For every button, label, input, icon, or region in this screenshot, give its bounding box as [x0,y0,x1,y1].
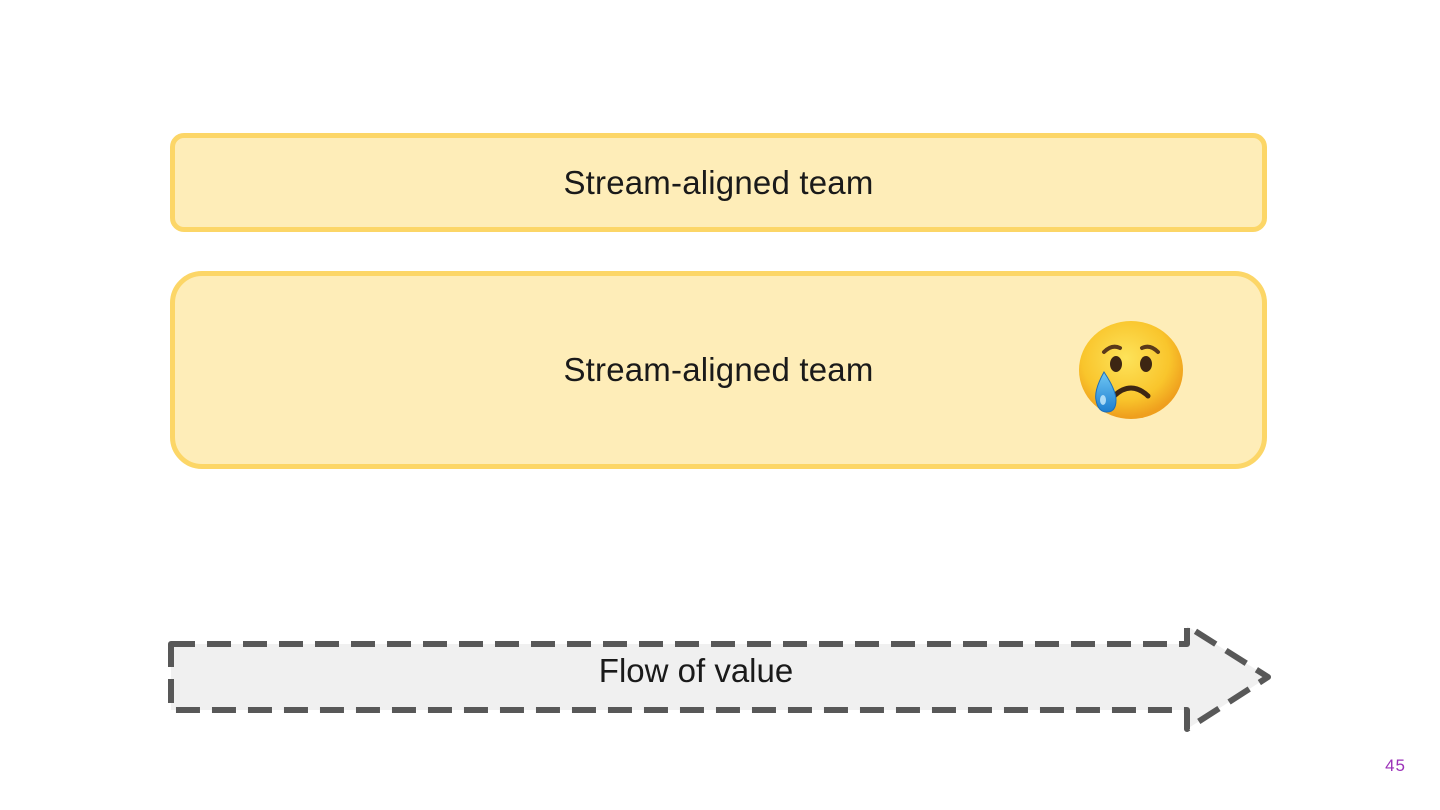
crying-face-icon [1079,321,1183,419]
team-label: Stream-aligned team [563,351,874,388]
page-number: 45 [1385,756,1406,775]
flow-label: Flow of value [598,652,794,689]
team-label: Stream-aligned team [563,163,874,201]
flow-arrow [168,623,1271,732]
team-box-top: Stream-aligned team [170,133,1267,232]
